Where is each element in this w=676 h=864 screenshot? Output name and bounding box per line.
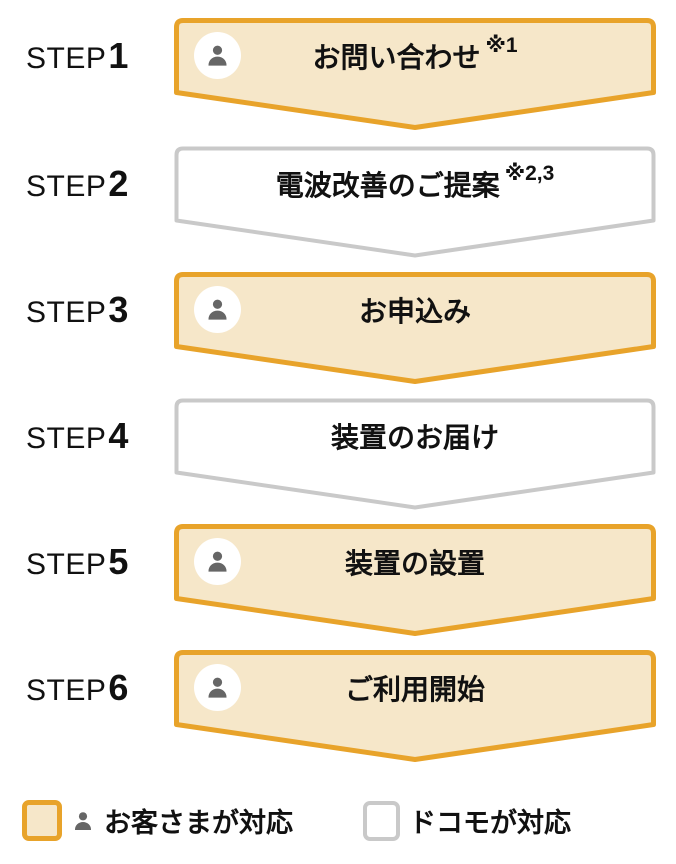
step-label-2: STEP2 [26,146,128,221]
banner-title: 電波改善のご提案※2,3 [174,146,656,221]
banner-title: お申込み [174,272,656,347]
step-word: STEP [26,548,107,581]
chevron-banner-shape [174,18,656,130]
legend-label-customer: お客さまが対応 [104,808,293,838]
step-label-1: STEP1 [26,18,128,93]
person-icon [208,45,227,66]
step-number: 4 [108,415,129,456]
step-number: 6 [108,667,129,708]
banner-title: 装置の設置 [174,524,656,599]
step-title: お申込み [358,295,471,327]
step-word: STEP [26,422,107,455]
person-icon [208,677,227,698]
step-word: STEP [26,296,107,329]
step-label-6: STEP6 [26,650,128,725]
step-title: 装置のお届け [330,421,499,453]
chevron-banner-shape [174,272,656,384]
step-note: ※2,3 [504,162,555,185]
actor-badge [194,286,241,333]
legend: お客さまが対応 ドコモが対応 [22,800,571,841]
banner-title: 装置のお届け [174,398,656,473]
step-row-2: STEP2 電波改善のご提案※2,3 [0,146,676,258]
step-row-4: STEP4 装置のお届け [0,398,676,510]
actor-badge [194,538,241,585]
legend-item-docomo: ドコモが対応 [363,800,571,841]
banner-title: お問い合わせ※1 [174,18,656,93]
step-row-3: STEP3 お申込み [0,272,676,384]
step-banner-installation: 装置の設置 [174,524,656,636]
step-title: 装置の設置 [344,547,485,579]
actor-badge [194,32,241,79]
legend-item-customer: お客さまが対応 [22,800,293,841]
step-row-5: STEP5 装置の設置 [0,524,676,636]
step-number: 3 [108,289,129,330]
step-title: お問い合わせ [312,41,481,73]
step-word: STEP [26,674,107,707]
step-banner-start: ご利用開始 [174,650,656,762]
chevron-banner-shape [174,146,656,258]
banner-title: ご利用開始 [174,650,656,725]
step-label-4: STEP4 [26,398,128,473]
person-icon [208,299,227,320]
person-icon [75,811,91,830]
chevron-banner-shape [174,650,656,762]
step-row-1: STEP1 お問い合わせ※1 [0,18,676,130]
step-title: 電波改善のご提案 [275,169,500,201]
actor-badge [194,664,241,711]
step-number: 2 [108,163,129,204]
step-title: ご利用開始 [344,673,485,705]
step-number: 5 [108,541,129,582]
step-word: STEP [26,42,107,75]
step-label-5: STEP5 [26,524,128,599]
chevron-banner-shape [174,398,656,510]
person-icon [208,551,227,572]
step-row-6: STEP6 ご利用開始 [0,650,676,762]
legend-swatch-docomo [363,800,400,841]
step-word: STEP [26,170,107,203]
step-label-3: STEP3 [26,272,128,347]
step-banner-inquiry: お問い合わせ※1 [174,18,656,130]
legend-label-docomo: ドコモが対応 [409,808,571,838]
step-note: ※1 [485,34,518,57]
step-banner-delivery: 装置のお届け [174,398,656,510]
chevron-banner-shape [174,524,656,636]
step-banner-apply: お申込み [174,272,656,384]
step-banner-proposal: 電波改善のご提案※2,3 [174,146,656,258]
legend-swatch-customer [22,800,62,841]
step-number: 1 [108,35,129,76]
